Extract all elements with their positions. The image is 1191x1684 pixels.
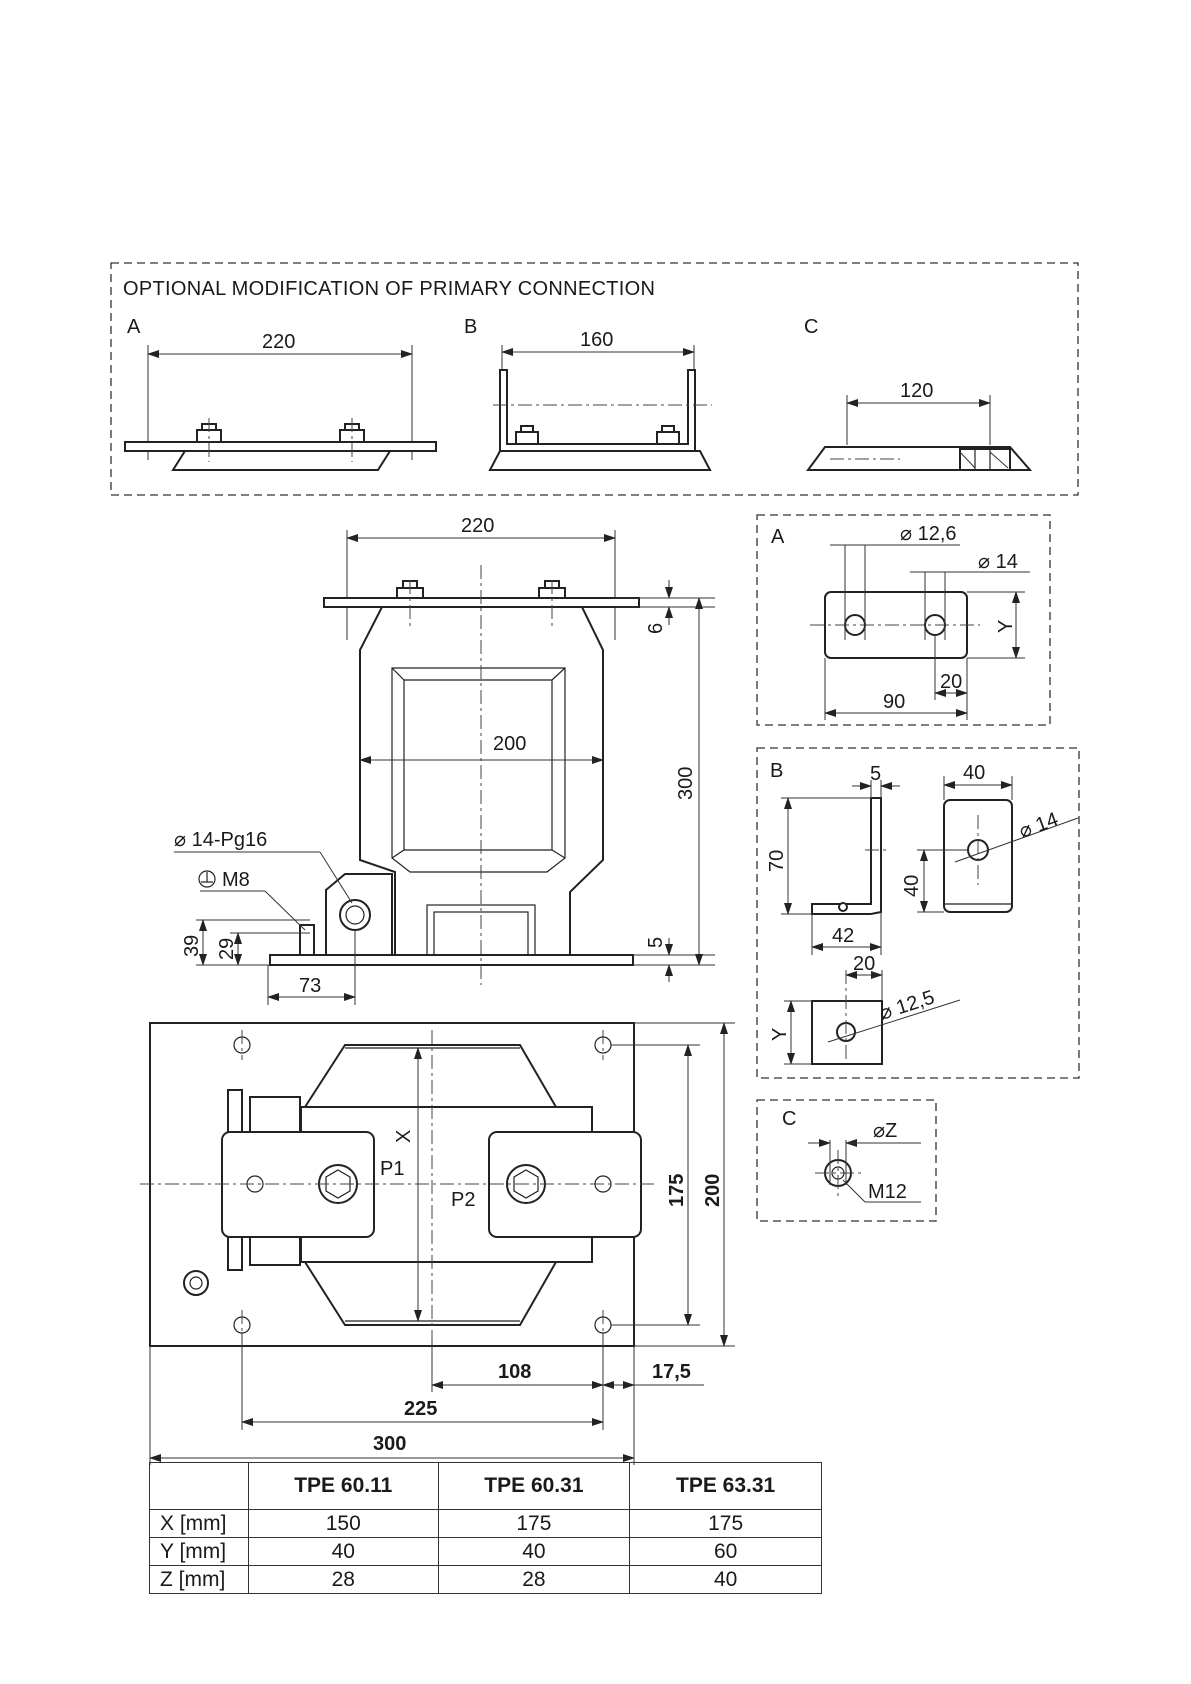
h175-dim: 175 <box>666 1174 688 1207</box>
plate-bottom-dim: 5 <box>645 937 667 948</box>
terminal-p2: P2 <box>451 1189 475 1211</box>
detail-c-bore: ⌀Z <box>873 1120 897 1142</box>
w17-5-dim: 17,5 <box>652 1361 691 1383</box>
detail-b-tab-y: Y <box>769 1028 791 1041</box>
gland-label: ⌀ 14-Pg16 <box>174 829 267 851</box>
table-row: Y [mm] 40 40 60 <box>150 1538 822 1566</box>
h39-dim: 39 <box>181 935 203 957</box>
table-cell: 175 <box>630 1510 822 1538</box>
h200-dim: 200 <box>702 1174 724 1207</box>
table-cell: 28 <box>438 1566 630 1594</box>
top-view: X P1 P2 175 200 108 17,5 225 300 <box>140 1023 735 1465</box>
variant-b: B 160 <box>464 316 712 470</box>
variant-c-letter: C <box>804 316 818 338</box>
variant-a-letter: A <box>127 316 141 338</box>
terminal-p1: P1 <box>380 1158 404 1180</box>
optional-modification-panel: OPTIONAL MODIFICATION OF PRIMARY CONNECT… <box>111 263 1078 495</box>
plate-top-dim: 6 <box>645 623 667 634</box>
detail-b-thickness: 5 <box>870 763 881 785</box>
w108-dim: 108 <box>498 1361 531 1383</box>
table-cell: Y [mm] <box>150 1538 249 1566</box>
dimension-table: TPE 60.11 TPE 60.31 TPE 63.31 X [mm] 150… <box>149 1462 822 1594</box>
detail-b-tab-hole: ⌀ 12,5 <box>877 986 938 1024</box>
detail-a: A ⌀ 12,6 ⌀ 14 Y 20 90 <box>757 515 1050 725</box>
variant-a-width: 220 <box>262 331 295 353</box>
detail-a-hole2: ⌀ 14 <box>978 551 1018 573</box>
table-cell: 40 <box>630 1566 822 1594</box>
table-cell: 150 <box>249 1510 439 1538</box>
height-dim: 300 <box>675 767 697 800</box>
detail-c: C ⌀Z M12 <box>757 1100 936 1221</box>
table-header-row: TPE 60.11 TPE 60.31 TPE 63.31 <box>150 1463 822 1510</box>
detail-c-thread: M12 <box>868 1181 907 1203</box>
table-cell: 40 <box>438 1538 630 1566</box>
detail-a-offset: 20 <box>940 671 962 693</box>
detail-a-width: 90 <box>883 691 905 713</box>
detail-a-letter: A <box>771 526 785 548</box>
h29-dim: 29 <box>216 938 238 960</box>
side-view: 220 200 <box>174 515 715 1005</box>
variant-b-letter: B <box>464 316 477 338</box>
table-row: Z [mm] 28 28 40 <box>150 1566 822 1594</box>
table-header-cell: TPE 63.31 <box>630 1463 822 1510</box>
detail-b-letter: B <box>770 760 783 782</box>
side-width-dim: 220 <box>461 515 494 537</box>
table-header-cell: TPE 60.31 <box>438 1463 630 1510</box>
w300-dim: 300 <box>373 1433 406 1455</box>
table-header-cell: TPE 60.11 <box>249 1463 439 1510</box>
detail-b-base: 42 <box>832 925 854 947</box>
variant-a: A 220 <box>125 316 436 470</box>
w225-dim: 225 <box>404 1398 437 1420</box>
variant-c: C 120 <box>804 316 1030 470</box>
detail-b: B 70 5 42 40 ⌀ 14 40 <box>757 748 1079 1078</box>
table-cell: 175 <box>438 1510 630 1538</box>
table-cell: Z [mm] <box>150 1566 249 1594</box>
table-cell: 40 <box>249 1538 439 1566</box>
table-row: X [mm] 150 175 175 <box>150 1510 822 1538</box>
table-header-cell <box>150 1463 249 1510</box>
top-x-label: X <box>393 1130 415 1143</box>
table-cell: 60 <box>630 1538 822 1566</box>
earth-label: M8 <box>222 869 250 891</box>
variant-b-width: 160 <box>580 329 613 351</box>
core-width-dim: 200 <box>493 733 526 755</box>
detail-a-hole1: ⌀ 12,6 <box>900 523 957 545</box>
panel-title: OPTIONAL MODIFICATION OF PRIMARY CONNECT… <box>123 278 655 300</box>
detail-a-y: Y <box>995 620 1017 633</box>
w73-dim: 73 <box>299 975 321 997</box>
detail-b-tab-width: 20 <box>853 953 875 975</box>
detail-c-letter: C <box>782 1108 796 1130</box>
detail-b-hole: ⌀ 14 <box>1016 808 1061 842</box>
detail-b-hole-height: 40 <box>901 875 923 897</box>
variant-c-width: 120 <box>900 380 933 402</box>
detail-b-height: 70 <box>766 850 788 872</box>
table-cell: X [mm] <box>150 1510 249 1538</box>
table-cell: 28 <box>249 1566 439 1594</box>
detail-b-width: 40 <box>963 762 985 784</box>
